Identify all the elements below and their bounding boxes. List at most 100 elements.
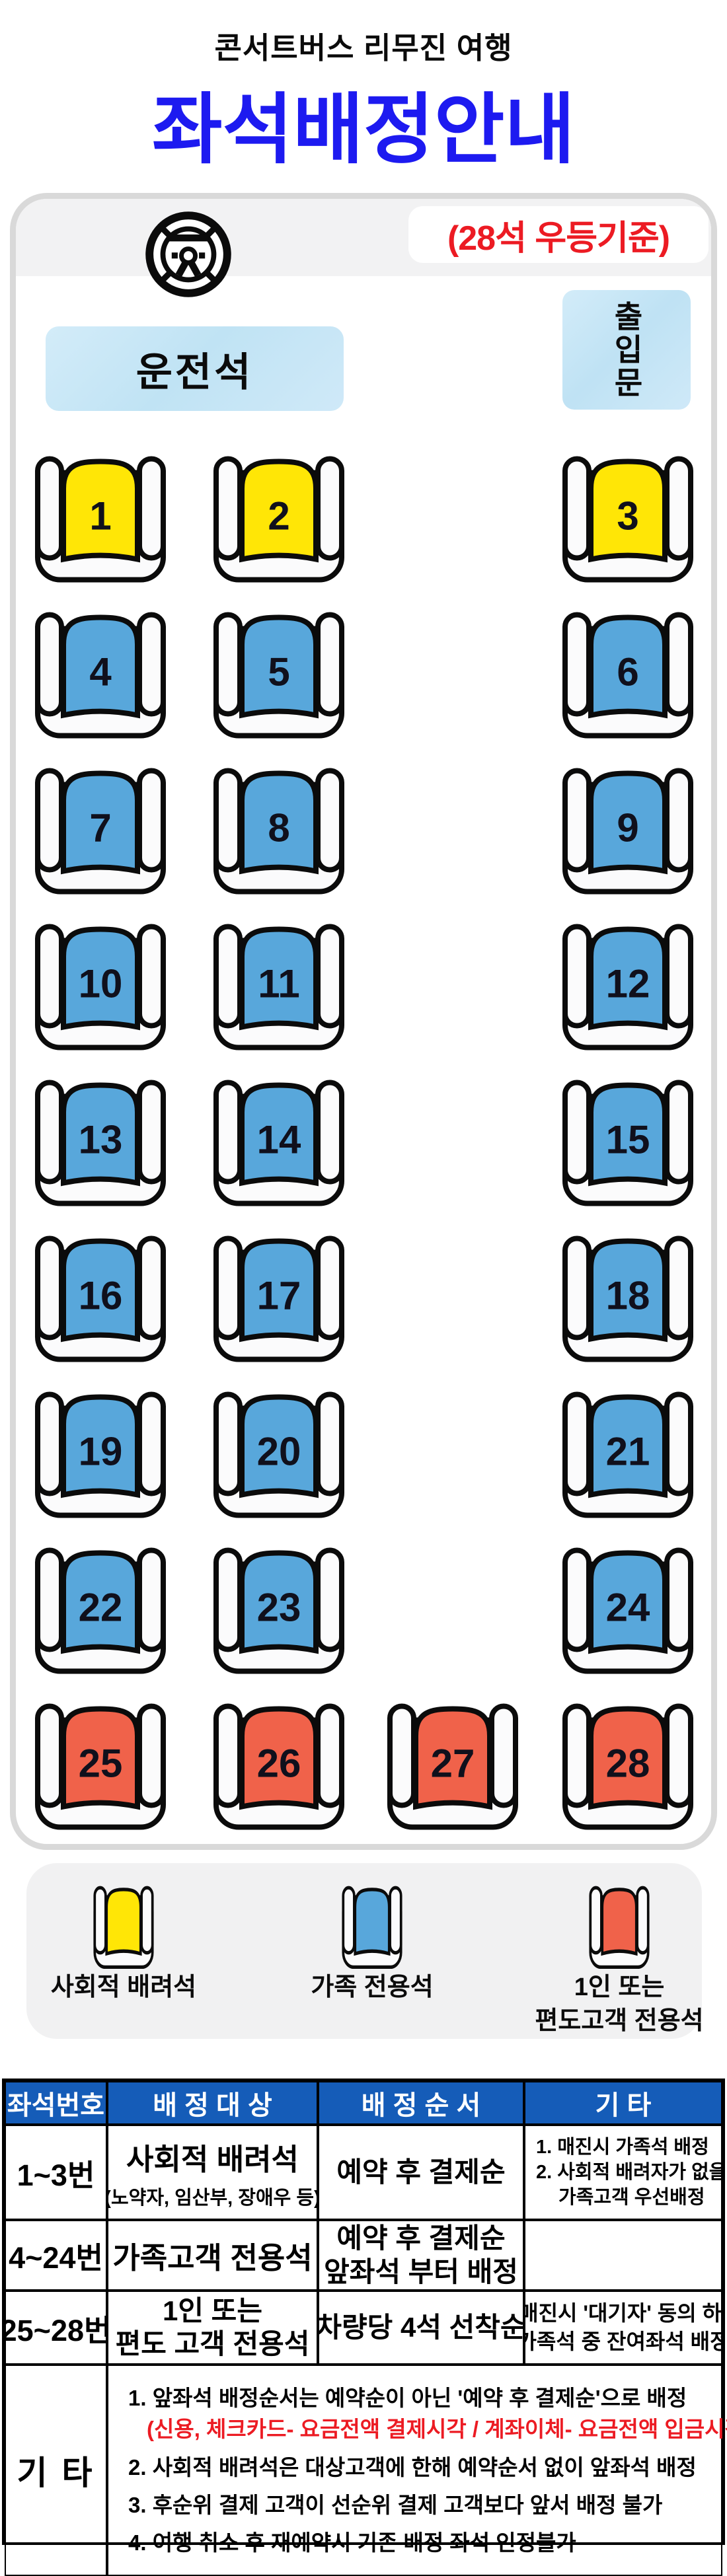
seat-13: 13 [34,1078,167,1209]
svg-text:17: 17 [257,1274,301,1318]
legend-label: 1인 또는 [574,1973,665,2001]
page-subtitle: 콘서트버스 리무진 여행 [214,31,513,65]
svg-text:5: 5 [268,650,289,694]
seat-8: 8 [213,766,345,897]
svg-text:7: 7 [89,806,111,850]
text-line: 편도 고객 전용석 [115,2328,310,2359]
svg-text:6: 6 [617,650,638,694]
svg-text:20: 20 [257,1430,301,1474]
legend-item-family: 가족 전용석 [289,1886,455,2004]
seat-15: 15 [562,1078,694,1209]
svg-text:21: 21 [606,1430,650,1474]
etc-note: 매진시 '대기자' 동의 하, 가족석 중 잔여좌석 배정 [524,2299,722,2356]
table-header-etc: 기 타 [524,2081,722,2125]
table-header-order: 배 정 순 서 [318,2081,524,2125]
svg-text:26: 26 [257,1742,301,1786]
steering-wheel-icon [142,208,235,301]
table-row3-etc: 매진시 '대기자' 동의 하, 가족석 중 잔여좌석 배정 [524,2291,722,2365]
seat-info-table: 좌석번호 배 정 대 상 배 정 순 서 기 타 1~3번 사회적 배려석 (노… [2,2079,727,2576]
table-row4-label: 기 타 [5,2365,107,2576]
capacity-note: (28석 우등기준) [447,219,670,258]
seat-22: 22 [34,1546,167,1677]
seat-6: 6 [562,610,694,741]
seat-23: 23 [213,1546,345,1677]
capacity-note-box: (28석 우등기준) [408,206,708,263]
text-line: 4. 여행 취소 후 재예약시 기존 배정 좌석 인정불가 [128,2530,576,2555]
seat-11: 11 [213,922,345,1053]
target-main: 사회적 배려석 [126,2142,299,2176]
seat-18: 18 [562,1234,694,1365]
family-seat-icon [342,1886,402,1970]
seat-27: 27 [387,1702,519,1833]
legend-label: 편도고객 전용석 [535,2006,704,2035]
text-line: 예약 후 결제순 [336,2223,506,2254]
table-row1-target: 사회적 배려석 (노약자, 임산부, 장애우 등) [107,2125,318,2220]
table-row2-target: 가족고객 전용석 [107,2220,318,2291]
seat-25: 25 [34,1702,167,1833]
seat-2: 2 [213,455,345,585]
seat-5: 5 [213,610,345,741]
svg-text:1: 1 [89,494,111,538]
entrance-door-label: 출입문 [562,290,691,410]
svg-text:14: 14 [257,1118,301,1162]
svg-text:8: 8 [268,806,289,850]
table-row3-seats: 25~28번 [5,2291,107,2365]
seat-20: 20 [213,1390,345,1521]
misc-label: 기 타 [17,2454,95,2492]
svg-text:19: 19 [79,1430,123,1474]
svg-text:4: 4 [89,650,112,694]
legend-item-priority: 사회적 배려석 [41,1886,206,2004]
text-line: 가족석 중 잔여좌석 배정 [524,2330,722,2353]
table-row2-seats: 4~24번 [5,2220,107,2291]
seat-14: 14 [213,1078,345,1209]
svg-text:27: 27 [431,1742,475,1786]
bus-layout-panel: (28석 우등기준) 운전석 출입문 1 2 3 4 5 [10,193,717,1850]
text-line: 매진시 '대기자' 동의 하, [524,2300,722,2325]
svg-text:16: 16 [79,1274,123,1318]
text-line: (신용, 체크카드- 요금전액 결제시각 / 계좌이체- 요금전액 입금시각) [147,2417,727,2442]
table-header-seat-number: 좌석번호 [5,2081,107,2125]
seat-10: 10 [34,922,167,1053]
svg-text:15: 15 [606,1118,650,1162]
table-row1-etc: 1. 매진시 가족석 배정 2. 사회적 배려자가 없을 경우가족고객 우선배정 [524,2125,722,2220]
svg-text:9: 9 [617,806,638,850]
table-row1-order: 예약 후 결제순 [318,2125,524,2220]
svg-text:3: 3 [617,494,638,538]
table-row3-order: 차량당 4석 선착순 [318,2291,524,2365]
seat-24: 24 [562,1546,694,1677]
target-sub: (노약자, 임산부, 장애우 등) [107,2187,318,2209]
legend-label: 가족 전용석 [311,1973,434,2001]
text-line: 1인 또는 [163,2295,262,2327]
svg-text:24: 24 [606,1586,650,1630]
seat-7: 7 [34,766,167,897]
seat-1: 1 [34,455,167,585]
table-row4-notes: 1. 앞좌석 배정순서는 예약순이 아닌 '예약 후 결제순'으로 배정 (신용,… [107,2365,727,2576]
text-line: 2. 사회적 배려자가 없을 경우 [536,2161,721,2183]
svg-text:2: 2 [268,494,289,538]
priority-seat-icon [93,1886,154,1970]
svg-text:23: 23 [257,1586,301,1630]
text-line: 1. 매진시 가족석 배정 [536,2136,709,2158]
table-row2-etc [524,2220,722,2291]
driver-seat-label: 운전석 [46,326,344,411]
text-line: 예약 후 결제순 [336,2156,506,2188]
text-line: 1. 앞좌석 배정순서는 예약순이 아닌 '예약 후 결제순'으로 배정 [128,2386,687,2410]
seat-9: 9 [562,766,694,897]
page-title: 좌석배정안내 [151,87,576,172]
text-line: 차량당 4석 선착순 [318,2311,524,2343]
seat-26: 26 [213,1702,345,1833]
svg-text:11: 11 [258,962,299,1006]
single-seat-icon [589,1886,650,1970]
text-line: 가족고객 우선배정 [558,2187,705,2209]
seat-17: 17 [213,1234,345,1365]
seat-21: 21 [562,1390,694,1521]
seat-12: 12 [562,922,694,1053]
table-row1-seats: 1~3번 [5,2125,107,2220]
seat-range: 1~3번 [17,2158,95,2192]
svg-text:25: 25 [79,1742,123,1786]
seat-16: 16 [34,1234,167,1365]
text-line: 앞좌석 부터 배정 [324,2256,518,2287]
